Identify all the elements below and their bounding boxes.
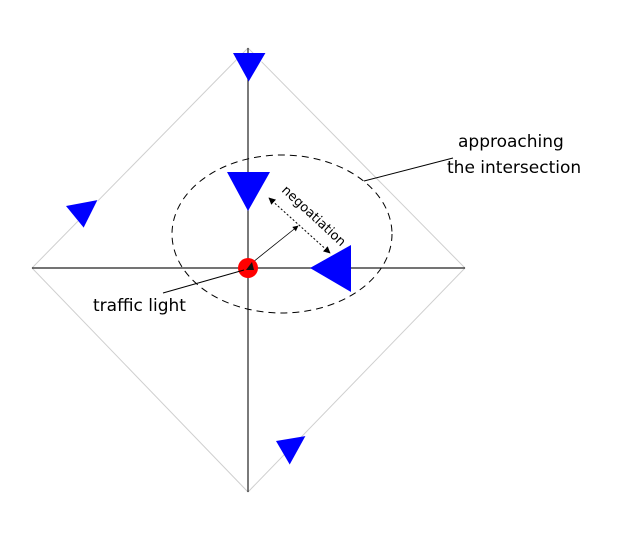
vehicle-east-approaching-icon bbox=[310, 245, 351, 292]
approaching-label-line1: approaching bbox=[458, 132, 564, 152]
vehicle-north-approaching-icon bbox=[227, 172, 270, 211]
negotiation-arrow bbox=[268, 197, 331, 254]
vehicle-top-icon bbox=[233, 52, 267, 83]
vehicle-left-icon bbox=[66, 199, 99, 229]
traffic-light-leader-line bbox=[162, 269, 245, 294]
negotiation-label: negoatiation bbox=[278, 183, 348, 250]
traffic-light-icon bbox=[238, 258, 258, 278]
approaching-leader-line bbox=[363, 157, 454, 182]
light-to-negotiation-arrow bbox=[252, 225, 299, 263]
vehicle-bottom-icon bbox=[276, 435, 307, 466]
approaching-label-line2: the intersection bbox=[447, 158, 581, 178]
approach-zone bbox=[171, 154, 393, 314]
traffic-light-label: traffic light bbox=[93, 296, 186, 316]
